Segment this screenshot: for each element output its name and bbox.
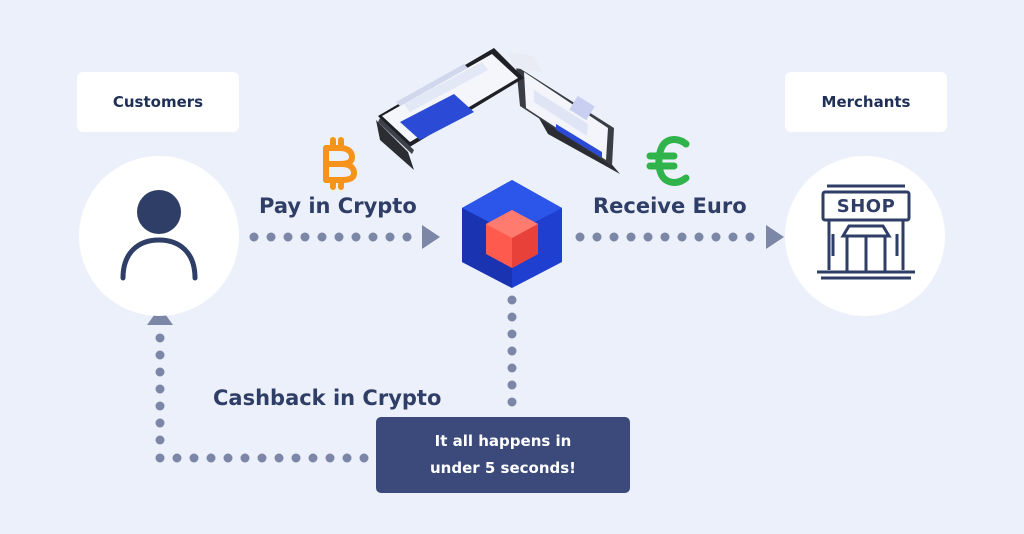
pay-in-crypto-label: Pay in Crypto: [259, 194, 417, 218]
merchants-label: Merchants: [821, 93, 911, 111]
euro-icon: [646, 136, 690, 186]
timing-note-line1: It all happens in: [434, 432, 572, 450]
merchants-label-box: Merchants: [785, 72, 947, 132]
customers-label-box: Customers: [77, 72, 239, 132]
shop-icon: [817, 184, 915, 280]
payment-terminal-icon: [376, 48, 620, 174]
cashback-horizontal-dots: [155, 453, 369, 463]
timing-note-line2: under 5 seconds!: [429, 459, 577, 477]
customers-circle: [79, 156, 239, 316]
timing-note-box: It all happens in under 5 seconds!: [376, 417, 630, 493]
shop-sign-text: SHOP: [836, 196, 896, 217]
cashback-in-crypto-label: Cashback in Crypto: [213, 386, 442, 410]
bitcoin-icon: [323, 137, 357, 190]
person-icon: [120, 190, 198, 281]
receive-euro-label: Receive Euro: [593, 194, 747, 218]
cube-logo-icon: [462, 180, 562, 288]
receive-flow-arrow: [766, 225, 784, 249]
cashback-left-dots: [155, 333, 165, 445]
receive-flow-dots: [575, 232, 755, 242]
pay-flow-dots: [249, 232, 412, 242]
cashback-vertical-dots: [507, 295, 517, 407]
customers-label: Customers: [112, 93, 204, 111]
cashback-flow-arrow: [147, 307, 173, 325]
merchants-circle: SHOP: [785, 156, 945, 316]
pay-flow-arrow: [422, 225, 440, 249]
